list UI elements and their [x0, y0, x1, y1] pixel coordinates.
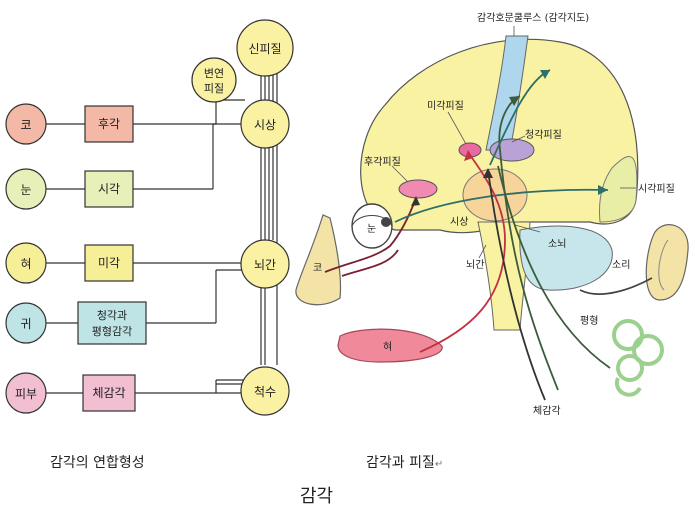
left-caption: 감각의 연합형성 — [50, 455, 145, 471]
right-caption: 감각과 피질↵ — [366, 452, 443, 472]
sense-smell-box: 후각 — [84, 105, 134, 143]
organ-eye: 눈 — [5, 168, 47, 210]
somatosensory-label: 체감각 — [533, 405, 561, 417]
label-leaders — [391, 26, 636, 259]
return-mark: ↵ — [434, 459, 444, 470]
visual-cortex-area — [599, 156, 638, 223]
eye-shape — [351, 203, 393, 249]
right-caption-text: 감각과 피질 — [366, 455, 435, 471]
organ-nose-label: 코 — [20, 118, 31, 132]
center-brainstem: 뇌간 — [240, 239, 290, 289]
organ-ear-label: 귀 — [20, 317, 31, 331]
tongue-shape — [337, 328, 443, 363]
cerebellum-shape — [519, 225, 613, 291]
organ-tongue: 혀 — [5, 242, 47, 284]
footer-title: 감각 — [300, 486, 334, 507]
sense-hearing-label-1: 청각과 — [97, 309, 127, 322]
organ-skin-label: 피부 — [15, 387, 37, 401]
organ-nose: 코 — [5, 103, 47, 145]
thalamus-label: 시상 — [254, 118, 276, 132]
olfactory-cortex-label: 후각피질 — [364, 156, 401, 168]
homunculus-title: 감각호문쿨루스 (감각지도) — [477, 12, 589, 24]
sense-hearing-label-2: 평형감각 — [92, 325, 132, 338]
organ-tongue-label: 혀 — [20, 257, 31, 271]
spinal-label: 척수 — [254, 385, 276, 399]
nose-label-right: 코 — [313, 263, 322, 274]
balance-label: 평형 — [580, 315, 598, 327]
tongue-label: 혀 — [383, 341, 392, 353]
auditory-cortex-label: 청각피질 — [525, 129, 562, 141]
sense-hearing-box: 청각과 평형감각 — [77, 301, 147, 345]
organ-eye-label: 눈 — [20, 183, 31, 197]
center-neocortex: 신피질 — [236, 19, 294, 77]
sense-taste-label: 미각 — [98, 256, 120, 270]
sense-somatic-box: 체감각 — [82, 374, 136, 412]
sense-sight-label: 시각 — [98, 182, 120, 196]
brainstem-label-right: 뇌간 — [466, 259, 484, 271]
eye-label: 눈 — [367, 223, 376, 235]
center-spinal-cord: 척수 — [240, 366, 290, 416]
taste-cortex-label: 미각피질 — [427, 100, 464, 112]
organ-ear: 귀 — [5, 302, 47, 344]
cerebellum-label: 소뇌 — [548, 238, 566, 250]
inner-ear-shape — [612, 319, 664, 397]
center-thalamus: 시상 — [240, 99, 290, 149]
arrowheads — [411, 70, 608, 206]
thalamus-label-right: 시상 — [450, 216, 468, 228]
sense-smell-label: 후각 — [98, 117, 120, 131]
limbic-label-2: 피질 — [204, 82, 224, 95]
ear-shape — [645, 224, 689, 301]
sense-taste-box: 미각 — [84, 244, 134, 282]
brainstem-label: 뇌간 — [254, 258, 276, 272]
center-limbic-cortex: 변연 피질 — [191, 57, 237, 103]
visual-cortex-label: 시각피질 — [638, 183, 675, 195]
sense-sight-box: 시각 — [84, 170, 134, 208]
sense-somatic-label: 체감각 — [92, 386, 125, 400]
olfactory-cortex-shape — [398, 179, 438, 199]
sound-label: 소리 — [612, 259, 630, 271]
neocortex-label: 신피질 — [248, 42, 281, 56]
limbic-label-1: 변연 — [204, 67, 224, 80]
organ-skin: 피부 — [5, 372, 47, 414]
nose-shape — [295, 214, 342, 306]
